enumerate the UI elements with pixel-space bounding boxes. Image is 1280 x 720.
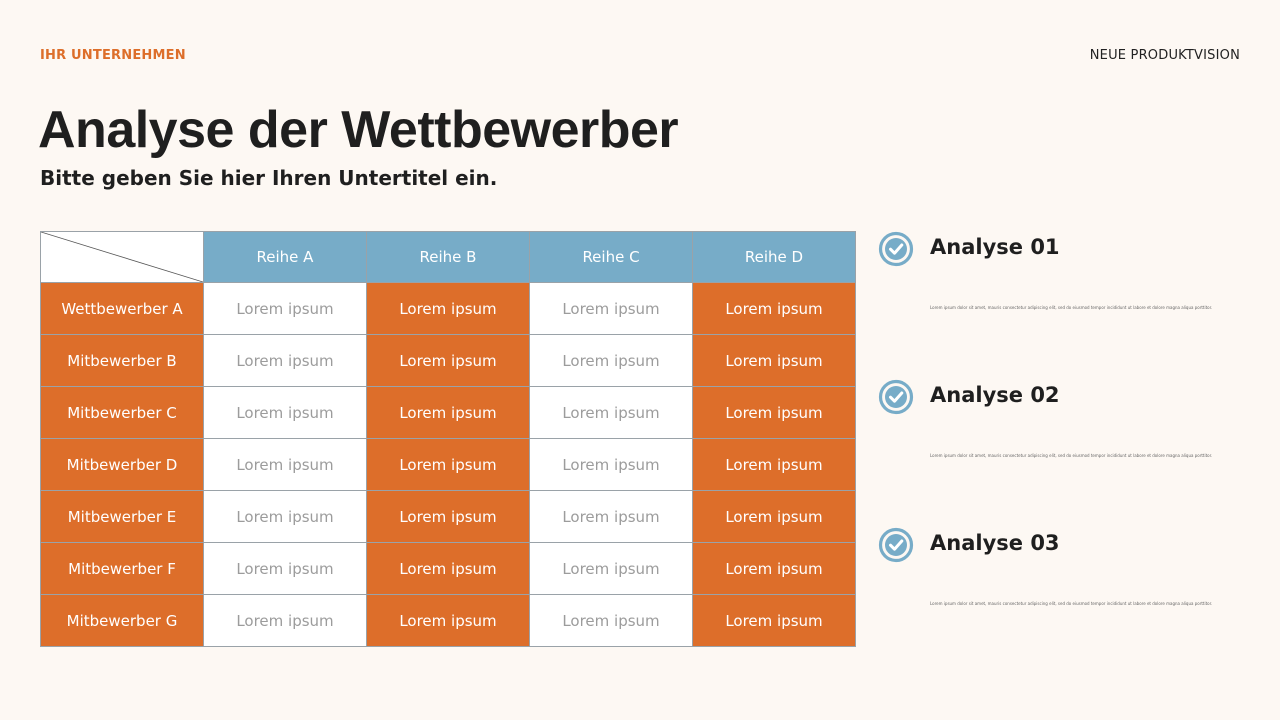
- page-title: Analyse der Wettbewerber: [38, 101, 679, 159]
- table-cell: Lorem ipsum: [203, 334, 367, 387]
- column-header: Reihe D: [692, 231, 856, 283]
- table-row: Mitbewerber F Lorem ipsum Lorem ipsum Lo…: [40, 542, 856, 595]
- check-circle-icon: [878, 527, 914, 563]
- table-row: Mitbewerber E Lorem ipsum Lorem ipsum Lo…: [40, 490, 856, 543]
- analysis-title: Analyse 01: [930, 235, 1060, 259]
- table-cell: Lorem ipsum: [203, 594, 367, 647]
- column-header: Reihe B: [366, 231, 530, 283]
- analysis-item: Analyse 02 Lorem ipsum dolor sit amet, m…: [878, 379, 1218, 479]
- table-cell: Lorem ipsum: [366, 386, 530, 439]
- table-cell: Lorem ipsum: [692, 282, 856, 335]
- column-header: Reihe C: [529, 231, 693, 283]
- table-cell: Lorem ipsum: [203, 282, 367, 335]
- column-header: Reihe A: [203, 231, 367, 283]
- analysis-description: Lorem ipsum dolor sit amet, mauris conse…: [930, 453, 1213, 458]
- table-cell: Lorem ipsum: [529, 542, 693, 595]
- table-cell: Lorem ipsum: [692, 490, 856, 543]
- row-header: Wettbewerber A: [40, 282, 204, 335]
- table-cell: Lorem ipsum: [366, 542, 530, 595]
- competitor-table: Reihe A Reihe B Reihe C Reihe D Wettbewe…: [40, 231, 856, 647]
- table-header-row: Reihe A Reihe B Reihe C Reihe D: [40, 231, 856, 283]
- table-cell: Lorem ipsum: [366, 490, 530, 543]
- analysis-description: Lorem ipsum dolor sit amet, mauris conse…: [930, 305, 1213, 310]
- check-circle-icon: [878, 231, 914, 267]
- row-header: Mitbewerber C: [40, 386, 204, 439]
- page-subtitle: Bitte geben Sie hier Ihren Untertitel ei…: [40, 166, 498, 190]
- table-cell: Lorem ipsum: [366, 282, 530, 335]
- row-header: Mitbewerber E: [40, 490, 204, 543]
- table-cell: Lorem ipsum: [692, 334, 856, 387]
- table-cell: Lorem ipsum: [203, 438, 367, 491]
- analysis-title: Analyse 03: [930, 531, 1060, 555]
- table-cell: Lorem ipsum: [529, 594, 693, 647]
- analysis-item: Analyse 01 Lorem ipsum dolor sit amet, m…: [878, 231, 1218, 331]
- table-cell: Lorem ipsum: [366, 438, 530, 491]
- vision-label: NEUE PRODUKTVISION: [1089, 48, 1240, 63]
- table-row: Mitbewerber C Lorem ipsum Lorem ipsum Lo…: [40, 386, 856, 439]
- table-cell: Lorem ipsum: [692, 386, 856, 439]
- analysis-title: Analyse 02: [930, 383, 1060, 407]
- table-cell: Lorem ipsum: [203, 386, 367, 439]
- analysis-description: Lorem ipsum dolor sit amet, mauris conse…: [930, 601, 1213, 606]
- table-cell: Lorem ipsum: [529, 438, 693, 491]
- table-row: Mitbewerber B Lorem ipsum Lorem ipsum Lo…: [40, 334, 856, 387]
- table-cell: Lorem ipsum: [203, 542, 367, 595]
- row-header: Mitbewerber D: [40, 438, 204, 491]
- table-row: Mitbewerber G Lorem ipsum Lorem ipsum Lo…: [40, 594, 856, 647]
- row-header: Mitbewerber G: [40, 594, 204, 647]
- table-cell: Lorem ipsum: [529, 490, 693, 543]
- table-cell: Lorem ipsum: [529, 282, 693, 335]
- company-label: IHR UNTERNEHMEN: [40, 48, 186, 63]
- table-cell: Lorem ipsum: [203, 490, 367, 543]
- table-cell: Lorem ipsum: [529, 386, 693, 439]
- table-cell: Lorem ipsum: [529, 334, 693, 387]
- diagonal-divider-icon: [41, 232, 203, 282]
- table-cell: Lorem ipsum: [692, 542, 856, 595]
- row-header: Mitbewerber F: [40, 542, 204, 595]
- table-cell: Lorem ipsum: [692, 594, 856, 647]
- table-cell: Lorem ipsum: [366, 594, 530, 647]
- row-header: Mitbewerber B: [40, 334, 204, 387]
- table-row: Mitbewerber D Lorem ipsum Lorem ipsum Lo…: [40, 438, 856, 491]
- table-row: Wettbewerber A Lorem ipsum Lorem ipsum L…: [40, 282, 856, 335]
- table-cell: Lorem ipsum: [692, 438, 856, 491]
- analysis-item: Analyse 03 Lorem ipsum dolor sit amet, m…: [878, 527, 1218, 627]
- table-cell: Lorem ipsum: [366, 334, 530, 387]
- table-corner-cell: [40, 231, 204, 283]
- check-circle-icon: [878, 379, 914, 415]
